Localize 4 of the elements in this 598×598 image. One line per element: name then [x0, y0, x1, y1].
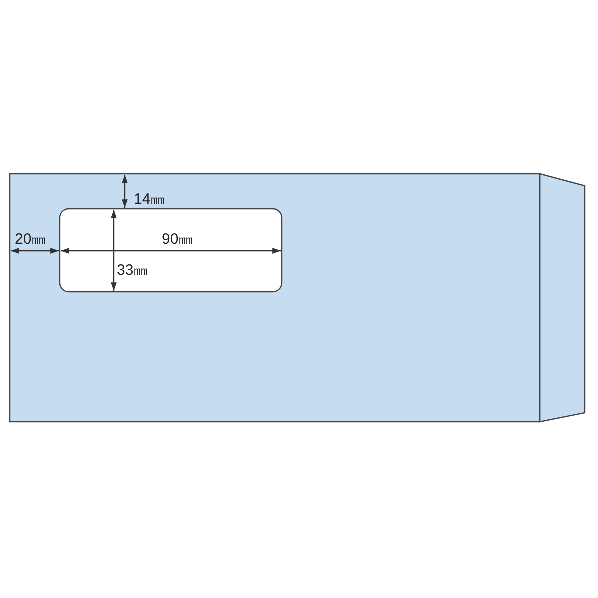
dimension-label: 33㎜ [117, 262, 149, 279]
dimension-label: 20㎜ [15, 231, 47, 248]
dimension-label: 90㎜ [162, 231, 194, 248]
dimension-label: 14㎜ [134, 191, 166, 208]
